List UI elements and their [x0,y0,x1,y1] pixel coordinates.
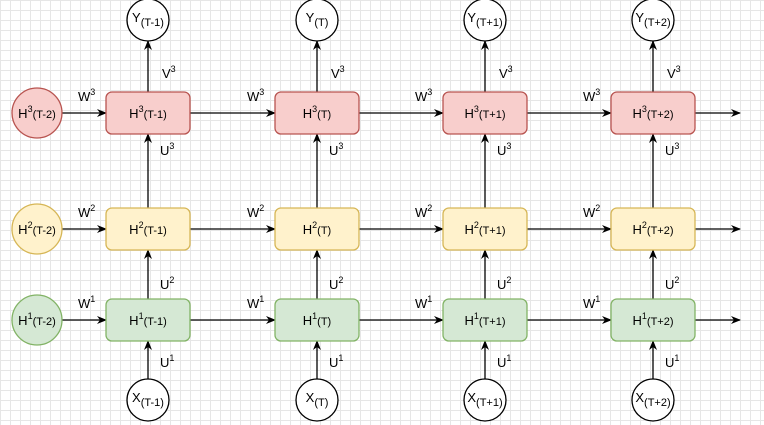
input-weight-label-0: U1 [160,353,174,370]
initial-hidden-layer2-node [11,203,63,255]
layer3-input-weight-label-2: U3 [497,141,511,158]
recurrent-weight-label-layer3-3: W3 [583,87,600,104]
hidden-layer2-node-1 [274,207,360,251]
hidden-layer1-label-0: H1(T-1) [129,311,167,328]
recurrent-weight-label-layer2-0: W2 [78,203,95,220]
hidden-layer1-label-3: H1(T+2) [633,311,674,328]
hidden-layer1-label-1: H1(T) [303,311,331,328]
input-label-1: X(T) [306,390,329,409]
hidden-layer1-node-0 [105,298,191,342]
recurrent-weight-label-layer3-0: W3 [78,87,95,104]
input-weight-label-3: U1 [665,353,679,370]
recurrent-weight-label-layer1-3: W1 [583,294,600,311]
output-weight-label-0: V3 [162,64,176,81]
input-label-3: X(T+2) [635,390,670,409]
initial-hidden-layer3-label: H3(T-2) [18,104,56,121]
recurrent-weight-label-layer3-1: W3 [247,87,264,104]
input-node-3 [631,378,675,422]
recurrent-weight-label-layer3-2: W3 [415,87,432,104]
initial-hidden-layer2-label: H2(T-2) [18,220,56,237]
hidden-layer2-label-0: H2(T-1) [129,220,167,237]
layer2-input-weight-label-0: U2 [160,275,174,292]
output-node-0 [126,0,170,42]
input-node-0 [126,378,170,422]
recurrent-weight-label-layer2-3: W2 [583,203,600,220]
output-weight-label-1: V3 [331,64,345,81]
layer2-input-weight-label-2: U2 [497,275,511,292]
hidden-layer1-node-1 [274,298,360,342]
input-label-0: X(T-1) [132,390,164,409]
layer3-input-weight-label-3: U3 [665,141,679,158]
output-label-2: Y(T+1) [467,10,502,29]
output-node-3 [631,0,675,42]
input-label-2: X(T+1) [467,390,502,409]
input-node-1 [295,378,339,422]
hidden-layer3-node-2 [442,91,528,135]
hidden-layer3-label-3: H3(T+2) [633,104,674,121]
output-label-3: Y(T+2) [635,10,670,29]
hidden-layer2-label-1: H2(T) [303,220,331,237]
recurrent-weight-label-layer1-1: W1 [247,294,264,311]
layer3-input-weight-label-0: U3 [160,141,174,158]
input-weight-label-2: U1 [497,353,511,370]
hidden-layer1-label-2: H1(T+1) [465,311,506,328]
hidden-layer2-node-3 [610,207,696,251]
input-node-2 [463,378,507,422]
hidden-layer3-label-0: H3(T-1) [129,104,167,121]
output-weight-label-2: V3 [499,64,513,81]
recurrent-weight-label-layer2-2: W2 [415,203,432,220]
output-node-2 [463,0,507,42]
hidden-layer3-label-2: H3(T+1) [465,104,506,121]
layer2-input-weight-label-1: U2 [329,275,343,292]
hidden-layer3-node-1 [274,91,360,135]
hidden-layer1-node-2 [442,298,528,342]
output-label-1: Y(T) [306,10,329,29]
initial-hidden-layer1-label: H1(T-2) [18,311,56,328]
hidden-layer2-node-2 [442,207,528,251]
hidden-layer1-node-3 [610,298,696,342]
hidden-layer3-node-0 [105,91,191,135]
output-node-1 [295,0,339,42]
layer2-input-weight-label-3: U2 [665,275,679,292]
recurrent-weight-label-layer2-1: W2 [247,203,264,220]
output-label-0: Y(T-1) [132,10,164,29]
hidden-layer3-node-3 [610,91,696,135]
layer3-input-weight-label-1: U3 [329,141,343,158]
hidden-layer3-label-1: H3(T) [303,104,331,121]
hidden-layer2-label-2: H2(T+1) [465,220,506,237]
output-weight-label-3: V3 [667,64,681,81]
initial-hidden-layer3-node [11,87,63,139]
hidden-layer2-node-0 [105,207,191,251]
hidden-layer2-label-3: H2(T+2) [633,220,674,237]
recurrent-weight-label-layer1-2: W1 [415,294,432,311]
input-weight-label-1: U1 [329,353,343,370]
initial-hidden-layer1-node [11,294,63,346]
recurrent-weight-label-layer1-0: W1 [78,294,95,311]
